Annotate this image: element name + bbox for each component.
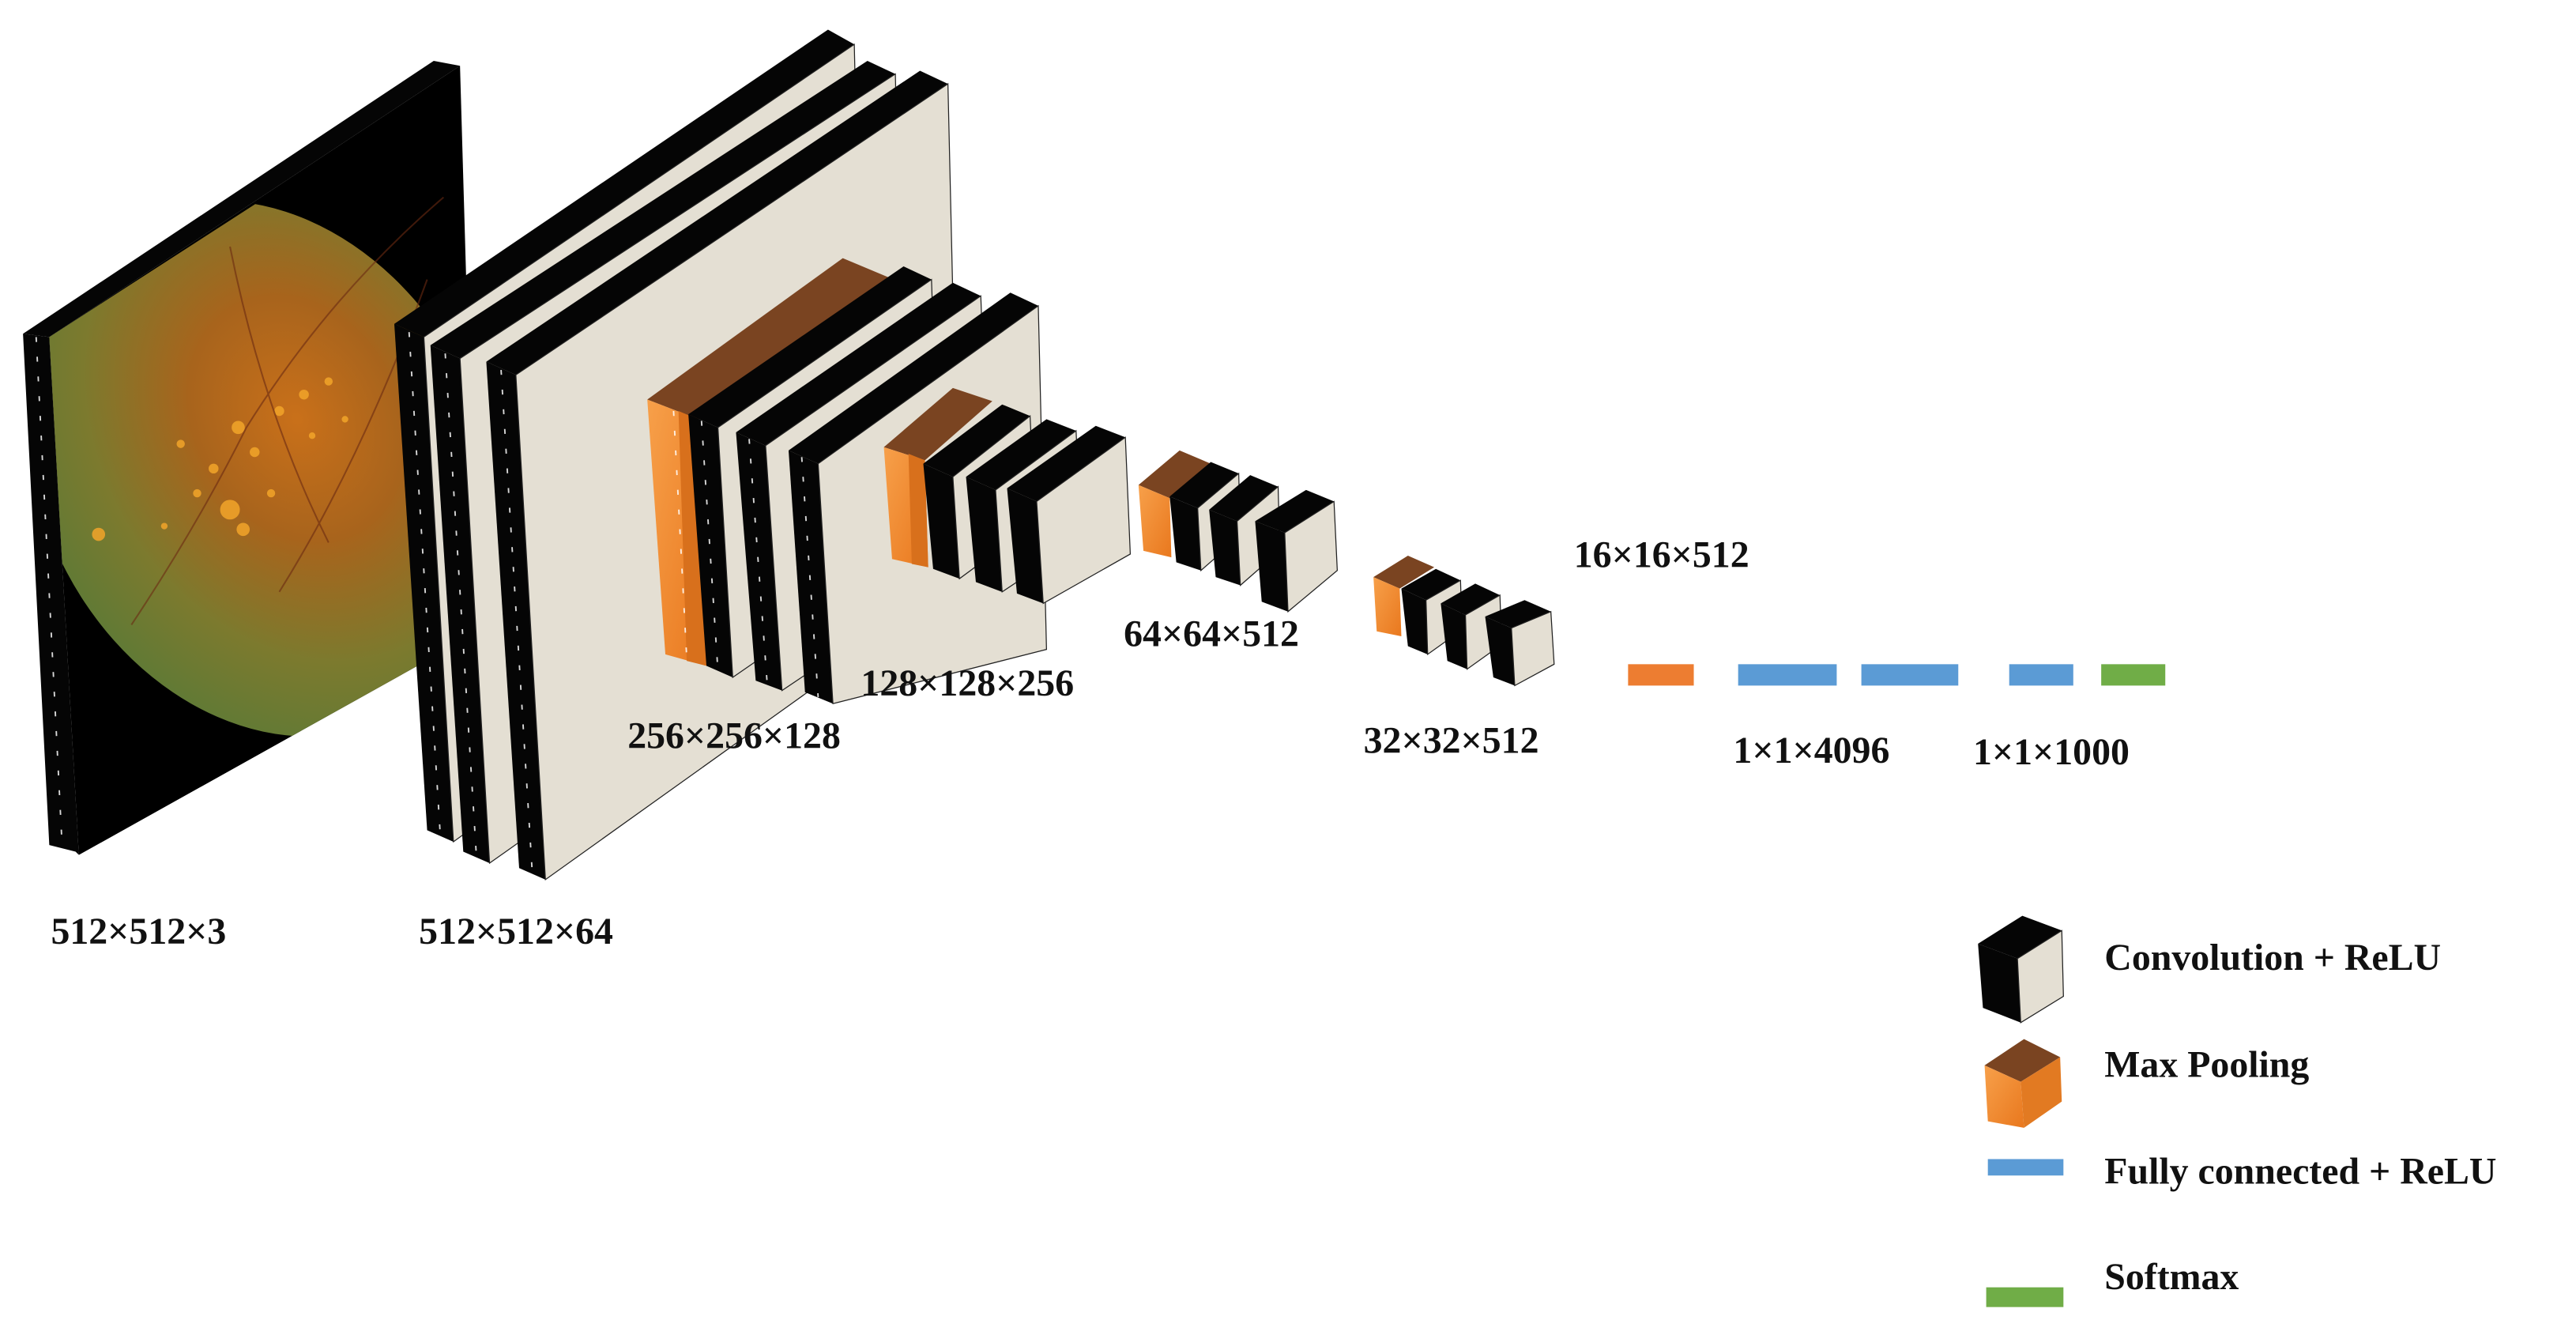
fc-dimension-label: 1×1×4096 <box>1733 730 1889 771</box>
fc-bar-2 <box>1861 664 1959 686</box>
legend-item-conv: Convolution + ReLU <box>1978 915 2441 1024</box>
stage-3-dimension-label: 128×128×256 <box>861 662 1074 704</box>
conv-slab <box>1007 425 1132 605</box>
conv-slab <box>1255 489 1339 613</box>
max-pool-slab <box>1138 450 1211 558</box>
legend-item-fc: Fully connected + ReLU <box>1987 1151 2496 1193</box>
output-dimension-label: 1×1×1000 <box>1973 731 2130 773</box>
softmax-bar <box>2101 664 2166 686</box>
stage-5-stack <box>1373 556 1555 687</box>
legend-item-pool: Max Pooling <box>1984 1039 2309 1128</box>
dense-layers <box>1628 664 2166 686</box>
max-pool-slab <box>883 387 992 568</box>
legend-item-softmax: Softmax <box>1986 1256 2239 1307</box>
pool-cube-icon <box>1984 1039 2062 1128</box>
input-slab-side <box>23 334 79 855</box>
stage-6-dimension-label: 16×16×512 <box>1574 534 1749 576</box>
stage-1-dimension-label: 512×512×64 <box>419 911 613 952</box>
conv-slab <box>1485 600 1555 687</box>
stage-2-dimension-label: 256×256×128 <box>627 715 841 756</box>
stage-4-dimension-label: 64×64×512 <box>1124 613 1299 654</box>
stage-4-stack <box>1138 450 1339 613</box>
stage-3-stack <box>883 387 1132 605</box>
input-dimension-label: 512×512×3 <box>51 911 226 952</box>
legend-label-pool: Max Pooling <box>2104 1043 2309 1085</box>
softmax-bar-icon <box>1986 1287 2064 1307</box>
fc-bar-icon <box>1987 1159 2064 1176</box>
max-pool-slab <box>647 258 894 666</box>
dense-max-pool-bar <box>1628 664 1694 686</box>
fundus-image <box>49 196 476 737</box>
legend-label-softmax: Softmax <box>2104 1256 2239 1298</box>
stage-5-dimension-label: 32×32×512 <box>1364 720 1539 762</box>
fc-bar-1 <box>1738 664 1837 686</box>
fc-bar-3 <box>2009 664 2073 686</box>
input-image-slab <box>23 60 476 855</box>
input-slab-top <box>23 60 461 338</box>
max-pool-slab <box>1373 556 1435 636</box>
legend-label-fc: Fully connected + ReLU <box>2104 1151 2496 1193</box>
legend: Convolution + ReLU Max Pooling Fully con… <box>1978 915 2496 1307</box>
conv-cube-icon <box>1978 915 2064 1024</box>
legend-label-conv: Convolution + ReLU <box>2104 937 2441 979</box>
